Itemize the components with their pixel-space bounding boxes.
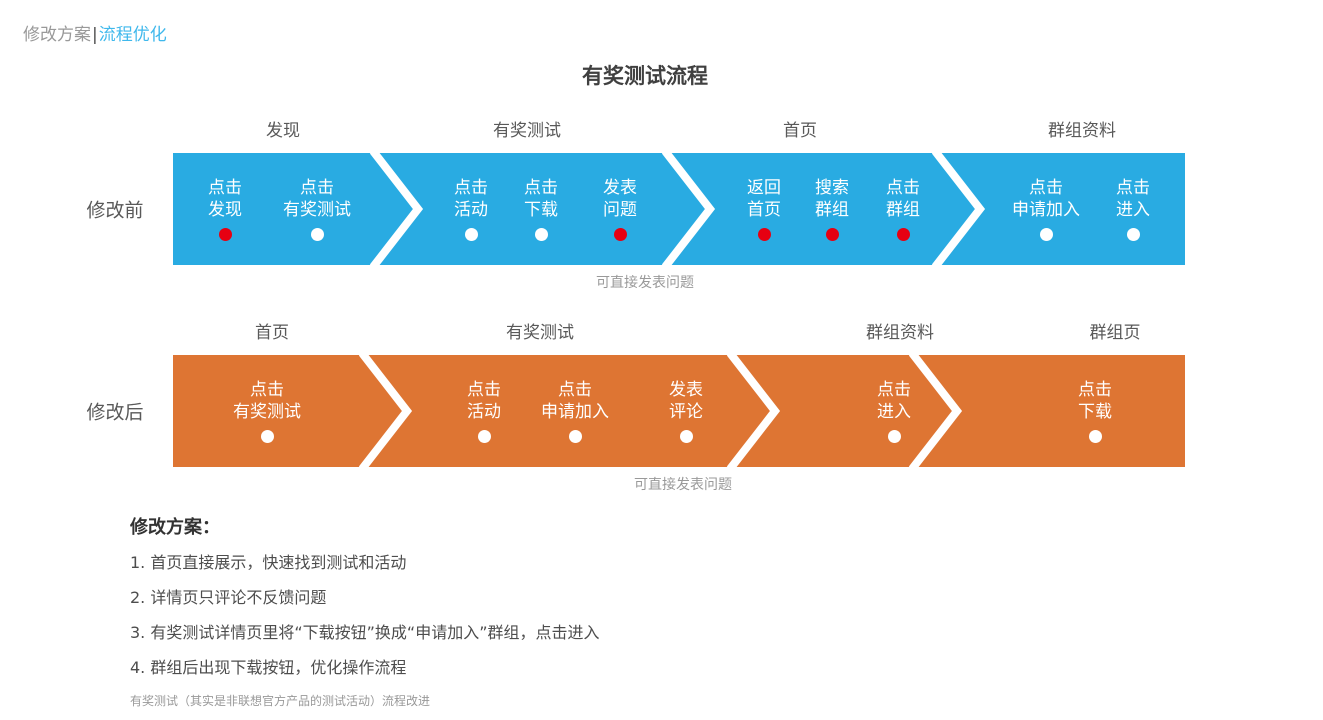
- chevron-divider-icon: [931, 153, 986, 265]
- step-dot-red: [896, 228, 910, 241]
- stage-label: 发现: [266, 121, 300, 141]
- step-label: 申请加入: [1012, 200, 1080, 220]
- breadcrumb-left: 修改方案: [23, 25, 91, 45]
- step-dot-white: [310, 228, 324, 241]
- step-label: 评论: [669, 402, 703, 422]
- step-dot-white: [679, 430, 693, 443]
- step-label: 点击: [1078, 380, 1112, 400]
- flow-step: 点击活动: [454, 177, 488, 241]
- notes-heading: 修改方案：: [130, 517, 220, 538]
- flow-band-after: 点击有奖测试点击活动点击申请加入发表评论点击进入点击下载: [173, 355, 1185, 467]
- step-label: 点击: [467, 380, 501, 400]
- chevron-separators: [358, 355, 963, 467]
- step-dot-white: [464, 228, 478, 241]
- stage-label: 群组页: [1089, 323, 1141, 343]
- flow-step: 点击进入: [877, 379, 911, 443]
- notes-list: 1. 首页直接展示，快速找到测试和活动 2. 详情页只评论不反馈问题 3. 有奖测试…: [130, 553, 600, 678]
- step-label: 有奖测试: [233, 402, 301, 422]
- note-item: 2. 详情页只评论不反馈问题: [130, 588, 327, 607]
- stage-label: 首页: [783, 121, 817, 141]
- flow-step: 点击发现: [208, 177, 242, 241]
- flow-step: 点击申请加入: [1012, 177, 1080, 241]
- flow-step: 点击申请加入: [541, 379, 609, 443]
- flow-step: 发表评论: [669, 379, 703, 443]
- step-label: 点击: [250, 380, 284, 400]
- step-dot-white: [568, 430, 582, 443]
- chevron-divider-icon: [726, 355, 781, 467]
- breadcrumb: 修改方案|流程优化: [23, 20, 167, 45]
- step-label: 申请加入: [541, 402, 609, 422]
- notes-block: 修改方案： 1. 首页直接展示，快速找到测试和活动 2. 详情页只评论不反馈问题 3…: [130, 516, 600, 709]
- side-label-after: 修改后: [86, 401, 144, 424]
- stage-label: 首页: [255, 323, 289, 343]
- step-dot-white: [1088, 430, 1102, 443]
- step-label: 搜索: [815, 178, 849, 198]
- step-label: 首页: [747, 200, 781, 220]
- stage-label: 群组资料: [1048, 121, 1116, 141]
- flow-step: 发表问题: [603, 177, 637, 241]
- notes-footnote: 有奖测试（其实是非联想官方产品的测试活动）流程改进: [130, 694, 431, 708]
- stage-label: 群组资料: [866, 323, 934, 343]
- step-label: 有奖测试: [283, 200, 351, 220]
- step-label: 发表: [669, 380, 703, 400]
- page-title: 有奖测试流程: [582, 64, 708, 88]
- row-caption: 可直接发表问题: [634, 477, 732, 493]
- step-dot-white: [260, 430, 274, 443]
- row-caption: 可直接发表问题: [596, 275, 694, 291]
- note-item: 1. 首页直接展示，快速找到测试和活动: [130, 553, 407, 572]
- step-label: 点击: [877, 380, 911, 400]
- note-item: 3. 有奖测试详情页里将“下载按钮”换成“申请加入”群组，点击进入: [130, 623, 600, 642]
- step-label: 下载: [1078, 402, 1112, 422]
- note-item: 4. 群组后出现下载按钮，优化操作流程: [130, 658, 407, 677]
- step-label: 点击: [524, 178, 558, 198]
- step-label: 发表: [603, 178, 637, 198]
- step-label: 点击: [300, 178, 334, 198]
- step-dot-red: [613, 228, 627, 241]
- chevron-divider-icon: [369, 153, 424, 265]
- step-dot-white: [477, 430, 491, 443]
- flow-step: 点击下载: [524, 177, 558, 241]
- step-dot-white: [1126, 228, 1140, 241]
- step-label: 点击: [1029, 178, 1063, 198]
- step-label: 活动: [454, 200, 488, 220]
- step-label: 点击: [558, 380, 592, 400]
- step-label: 点击: [1116, 178, 1150, 198]
- flow-step: 点击有奖测试: [233, 379, 301, 443]
- flow-step: 搜索群组: [815, 177, 849, 241]
- step-label: 返回: [747, 178, 781, 198]
- step-dot-white: [534, 228, 548, 241]
- flow-step: 返回首页: [747, 177, 781, 241]
- step-label: 发现: [208, 200, 242, 220]
- chevron-divider-icon: [908, 355, 963, 467]
- flow-step: 点击下载: [1078, 379, 1112, 443]
- flow-step: 点击进入: [1116, 177, 1150, 241]
- step-label: 进入: [1116, 200, 1150, 220]
- chevron-separators: [369, 153, 986, 265]
- breadcrumb-right: 流程优化: [98, 25, 167, 45]
- flow-band-before: 点击发现点击有奖测试点击活动点击下载发表问题返回首页搜索群组点击群组点击申请加入…: [173, 153, 1185, 265]
- chevron-divider-icon: [661, 153, 716, 265]
- flow-step: 点击群组: [886, 177, 920, 241]
- step-dot-white: [887, 430, 901, 443]
- side-label-before: 修改前: [86, 199, 144, 222]
- step-dot-red: [757, 228, 771, 241]
- step-label: 群组: [815, 200, 849, 220]
- stage-label: 有奖测试: [493, 121, 561, 141]
- step-label: 进入: [877, 402, 911, 422]
- step-dot-red: [825, 228, 839, 241]
- flow-step: 点击有奖测试: [283, 177, 351, 241]
- chevron-divider-icon: [358, 355, 413, 467]
- breadcrumb-divider: |: [92, 25, 98, 45]
- step-label: 点击: [208, 178, 242, 198]
- step-label: 问题: [603, 200, 637, 220]
- step-label: 点击: [886, 178, 920, 198]
- step-label: 点击: [454, 178, 488, 198]
- stage-label: 有奖测试: [506, 323, 574, 343]
- step-label: 活动: [467, 402, 501, 422]
- step-label: 群组: [886, 200, 920, 220]
- step-dot-white: [1039, 228, 1053, 241]
- flow-step: 点击活动: [467, 379, 501, 443]
- step-label: 下载: [524, 200, 558, 220]
- step-dot-red: [218, 228, 232, 241]
